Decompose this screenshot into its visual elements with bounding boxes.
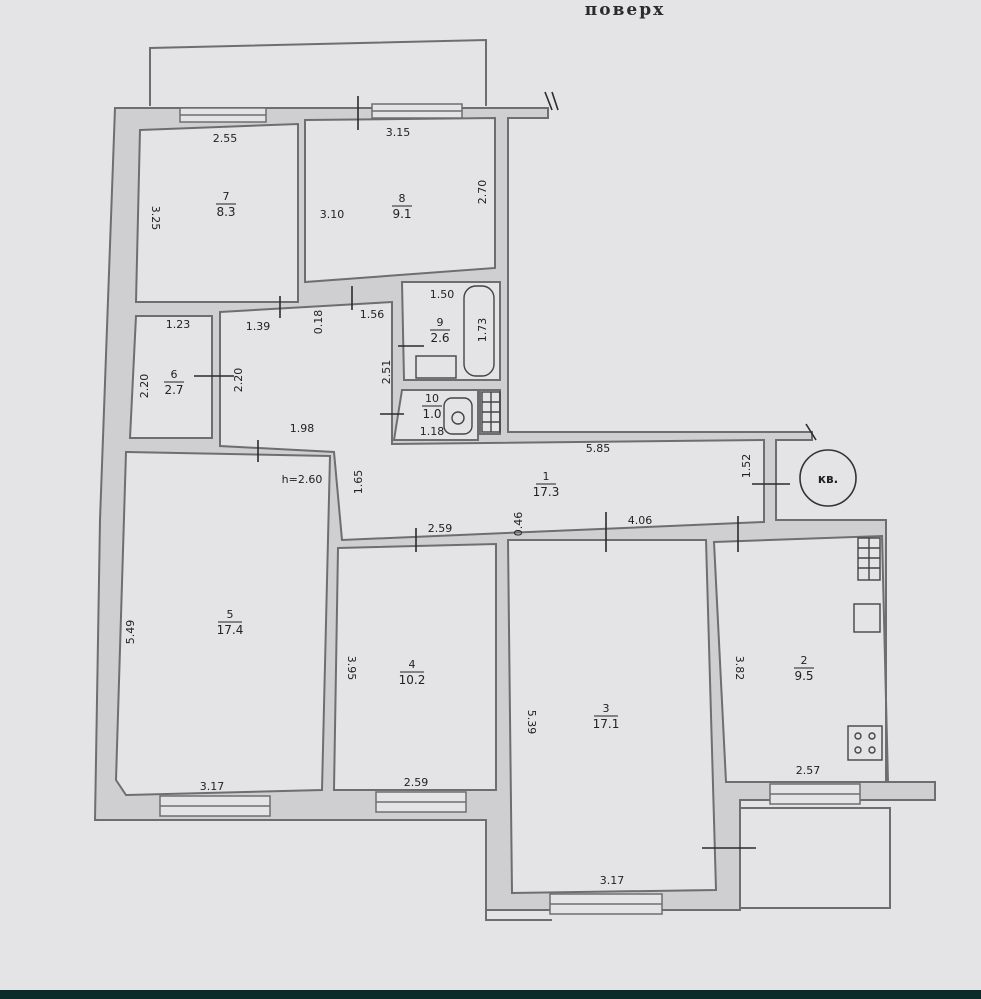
dimension-label: 5.49 <box>124 620 137 645</box>
room-area: 2.7 <box>164 383 183 397</box>
room-number: 1 <box>543 470 550 483</box>
room-2: 2 9.5 <box>794 654 814 683</box>
walls <box>93 107 936 911</box>
room-8: 8 9.1 <box>392 192 412 221</box>
room-area: 9.1 <box>392 207 411 221</box>
dimension-label: 1.23 <box>166 318 191 331</box>
dimension-label: 5.39 <box>525 710 538 735</box>
dimension-label: 1.73 <box>476 318 489 343</box>
room-6: 6 2.7 <box>164 368 184 397</box>
room-3: 3 17.1 <box>593 702 620 731</box>
dimension-label: 2.59 <box>404 776 429 789</box>
dimension-label: 2.70 <box>476 180 489 205</box>
apartment-badge: кв. <box>818 472 838 486</box>
room-1: 1 17.3 <box>533 470 560 499</box>
room-area: 10.2 <box>399 673 426 687</box>
dimension-label: 1.50 <box>430 288 455 301</box>
room-5: 5 17.4 <box>217 608 244 637</box>
room-number: 4 <box>409 658 416 671</box>
room-9: 9 2.6 <box>430 316 450 345</box>
dimension-label: 3.95 <box>345 656 358 681</box>
room-number: 2 <box>801 654 808 667</box>
kitchen-sink <box>853 603 881 633</box>
room-area: 9.5 <box>794 669 813 683</box>
room-number: 10 <box>425 392 439 405</box>
room-area: 8.3 <box>216 205 235 219</box>
dimension-label: 3.10 <box>320 208 345 221</box>
room-10: 10 1.0 <box>422 392 442 421</box>
room-4: 4 10.2 <box>399 658 426 687</box>
dimension-label: 3.17 <box>600 874 625 887</box>
dimension-label: 1.65 <box>352 470 365 495</box>
windows <box>159 103 861 915</box>
dimension-label: 2.59 <box>428 522 453 535</box>
room-number: 3 <box>603 702 610 715</box>
room-7: 7 8.3 <box>216 190 236 219</box>
door-marks <box>194 91 817 849</box>
room-number: 6 <box>171 368 178 381</box>
dimension-label: 2.20 <box>138 374 151 399</box>
dimension-label: 1.18 <box>420 425 445 438</box>
dimension-label: 1.56 <box>360 308 385 321</box>
dimension-labels: 2.55 3.25 3.15 3.10 2.70 1.50 1.73 2.51 … <box>124 126 820 887</box>
apartment-badge-circle <box>799 449 857 507</box>
dimension-label: 0.46 <box>512 512 525 537</box>
dimension-label: 0.18 <box>312 310 325 335</box>
dimension-label: 2.51 <box>380 360 393 385</box>
top-balcony <box>149 38 487 106</box>
room-labels: 7 8.3 8 9.1 9 2.6 10 1.0 6 <box>164 190 814 731</box>
dimension-label: 2.57 <box>796 764 821 777</box>
dimension-label: 2.55 <box>213 132 238 145</box>
dimension-label: 4.06 <box>628 514 653 527</box>
room-area: 2.6 <box>430 331 449 345</box>
room-number: 9 <box>437 316 444 329</box>
dimension-label: 3.25 <box>149 206 162 231</box>
dimension-label: h=2.60 <box>282 473 323 486</box>
floor-heading: поверх <box>584 0 666 20</box>
room-number: 5 <box>227 608 234 621</box>
dimension-label: 3.15 <box>386 126 411 139</box>
fixtures <box>415 285 883 761</box>
dimension-label: 1.39 <box>246 320 271 333</box>
room-area: 1.0 <box>422 407 441 421</box>
bottom-right-balcony <box>660 807 891 909</box>
dimension-label: 5.85 <box>586 442 611 455</box>
dimension-label: 3.82 <box>733 656 746 681</box>
dimension-label: 2.20 <box>232 368 245 393</box>
dimension-label: 1.98 <box>290 422 315 435</box>
room-area: 17.4 <box>217 623 244 637</box>
bathtub <box>463 285 495 377</box>
dimension-label: 3.17 <box>200 780 225 793</box>
room-number: 7 <box>223 190 230 203</box>
dimension-label: 1.52 <box>740 454 753 479</box>
stove <box>847 725 883 761</box>
room-number: 8 <box>399 192 406 205</box>
room-area: 17.3 <box>533 485 560 499</box>
room-area: 17.1 <box>593 717 620 731</box>
toilet <box>443 397 473 435</box>
bottom-edge-bar <box>0 990 981 999</box>
sink <box>415 355 457 379</box>
